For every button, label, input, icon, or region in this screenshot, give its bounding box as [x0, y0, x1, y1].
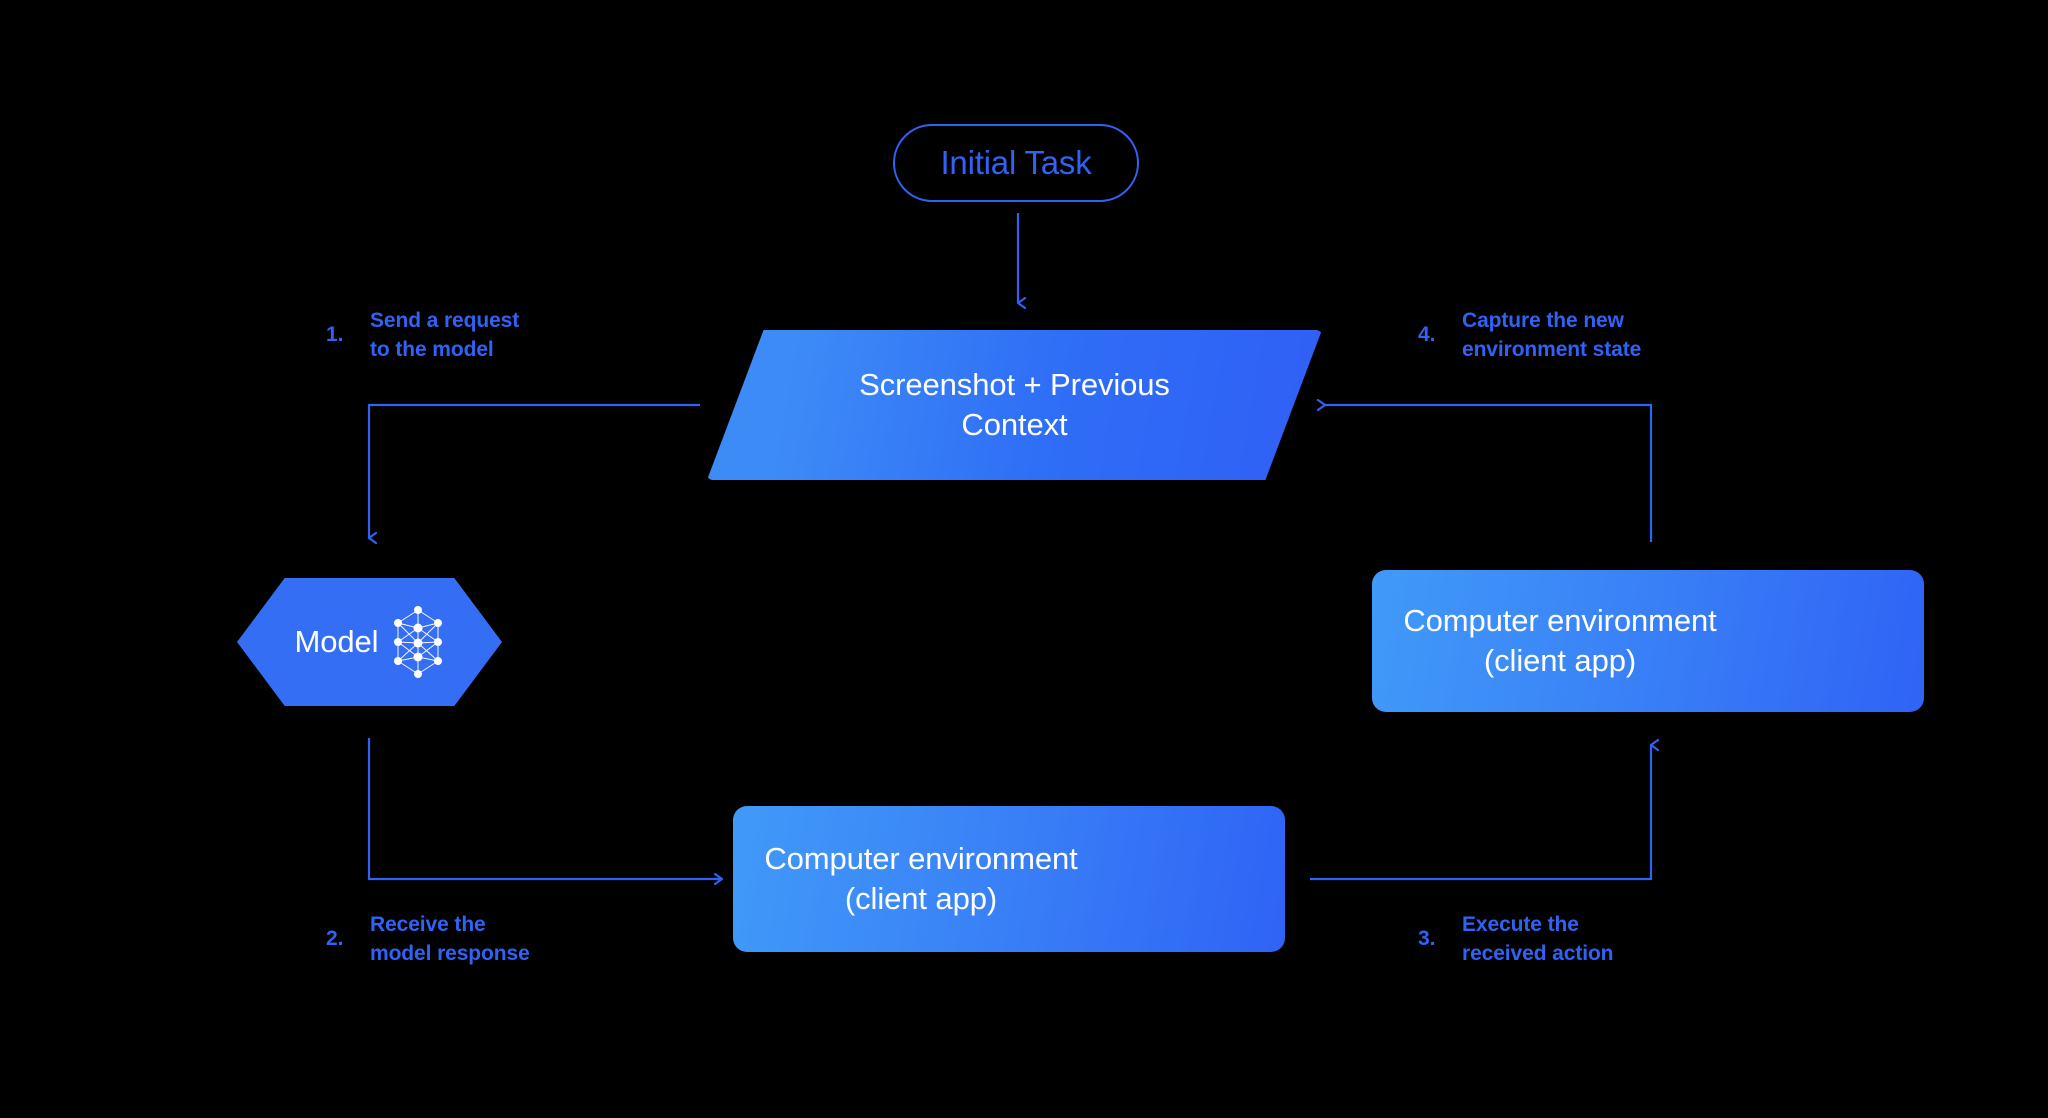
- wire-context-to-model: [367, 403, 700, 538]
- card-background-top: [1372, 570, 1924, 712]
- card-background-bottom: [733, 806, 1285, 952]
- step-1-number: 1.: [326, 323, 344, 346]
- env-top-line-1: Computer environment: [1403, 603, 1717, 638]
- model-node[interactable]: Model: [237, 578, 502, 706]
- computer-environment-card-top[interactable]: Computer environment (client app) 2048.o…: [1372, 570, 1924, 712]
- step-2-number: 2.: [326, 927, 344, 950]
- wire-env-bottom-to-env-top: [1310, 745, 1651, 881]
- step-1-annotation: 1. Send a request to the model: [326, 306, 519, 364]
- step-4-text: Capture the new environment state: [1462, 309, 1642, 361]
- parallelogram-shape: [707, 330, 1322, 480]
- wire-model-to-env-bottom: [367, 738, 722, 879]
- env-bottom-line-2: (client app): [844, 881, 998, 916]
- step-2-annotation: 2. Receive the model response: [326, 910, 530, 968]
- step-4-annotation: 4. Capture the new environment state: [1418, 306, 1641, 364]
- wire-env-top-to-context: [1325, 405, 1653, 542]
- screenshot-context-text: Screenshot + Previous Context: [707, 330, 1322, 480]
- context-line-1: Screenshot + Previous: [859, 367, 1170, 402]
- neural-network-icon: [394, 606, 443, 678]
- env-bottom-label: Computer environment (client app): [753, 806, 1089, 952]
- env-bottom-line-1: Computer environment: [764, 841, 1078, 876]
- step-3-annotation: 3. Execute the received action: [1418, 910, 1614, 968]
- step-4-number: 4.: [1418, 323, 1436, 346]
- env-top-label: Computer environment (client app): [1390, 570, 1730, 712]
- step-1-text: Send a request to the model: [370, 309, 520, 361]
- step-3-text: Execute the received action: [1462, 913, 1614, 965]
- computer-environment-card-bottom[interactable]: Computer environment (client app) Google: [733, 806, 1285, 952]
- env-top-line-2: (client app): [1483, 643, 1637, 678]
- step-3-number: 3.: [1418, 927, 1436, 950]
- step-2-text: Receive the model response: [370, 913, 530, 965]
- screenshot-context-node[interactable]: Screenshot + Previous Context: [707, 330, 1322, 480]
- context-line-2: Context: [961, 407, 1068, 442]
- initial-task-label: Initial Task: [940, 144, 1092, 181]
- model-label: Model: [294, 624, 379, 659]
- hexagon-shape: [237, 578, 502, 706]
- initial-task-node[interactable]: Initial Task: [893, 124, 1139, 202]
